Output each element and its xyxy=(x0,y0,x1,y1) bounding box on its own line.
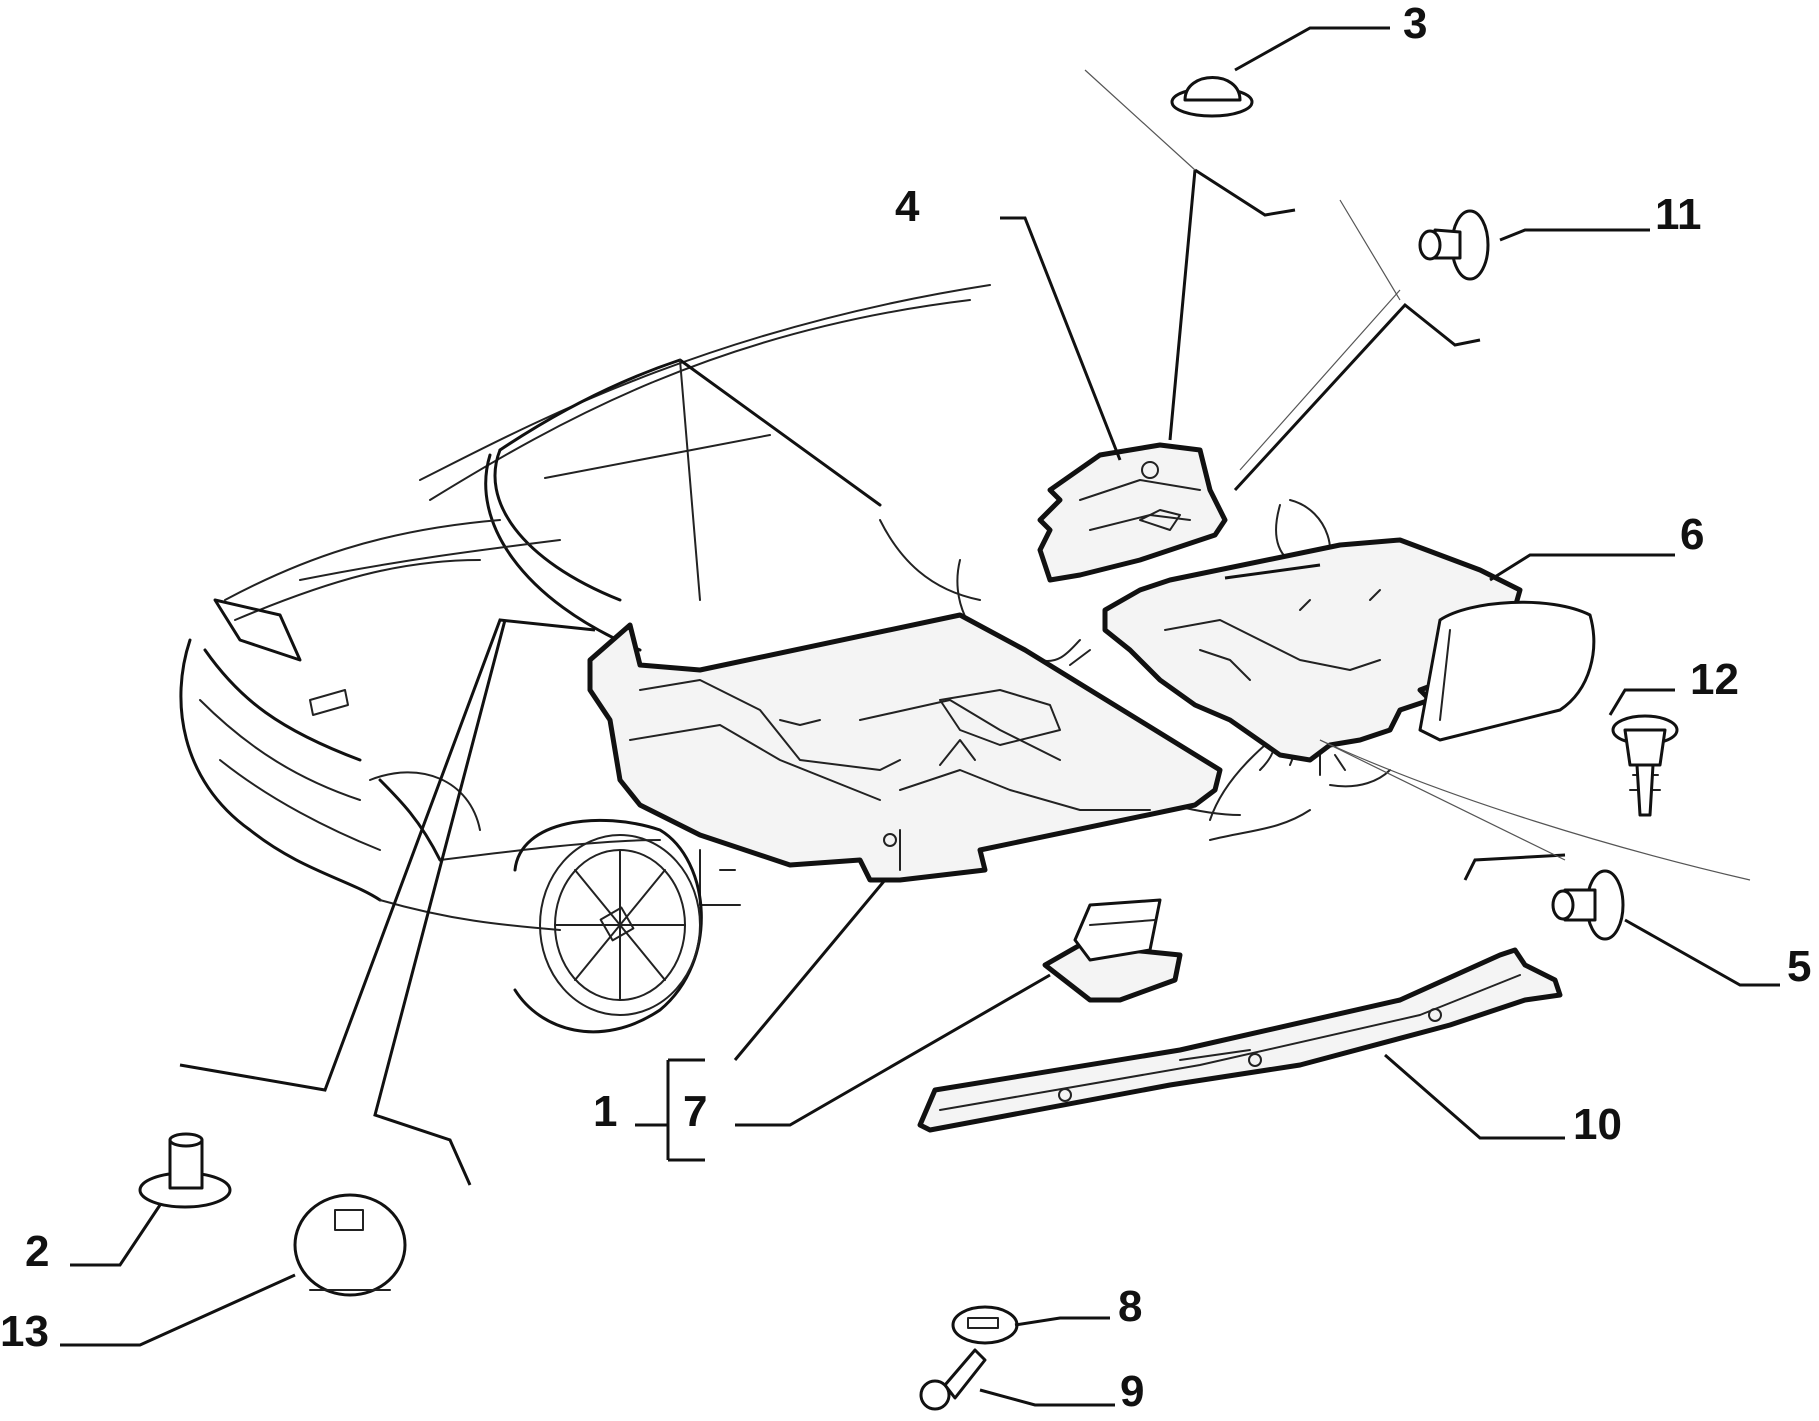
callout-7: 7 xyxy=(683,1087,708,1136)
callout-4: 4 xyxy=(895,182,920,231)
sill-trim-part xyxy=(917,947,1563,1133)
callout-5: 5 xyxy=(1787,942,1812,991)
firewall-insulation-part xyxy=(1037,442,1228,583)
push-clip-12-part xyxy=(1611,714,1679,817)
cap-plug-part xyxy=(1170,76,1254,118)
push-clip-11-part xyxy=(1418,209,1490,281)
callout-12: 12 xyxy=(1690,655,1739,704)
screw-part xyxy=(919,1348,987,1411)
callout-11: 11 xyxy=(1655,190,1702,239)
rivet-part xyxy=(138,1132,232,1209)
front-wheel xyxy=(513,818,703,1034)
callout-6: 6 xyxy=(1680,510,1705,559)
car-body-outline xyxy=(179,284,1391,931)
callout-8: 8 xyxy=(1118,1282,1143,1331)
rear-floor-carpet-part xyxy=(1102,537,1596,763)
callout-13: 13 xyxy=(0,1307,49,1356)
clip-8-part xyxy=(951,1305,1019,1345)
leader-lines xyxy=(60,26,1780,1407)
callout-9: 9 xyxy=(1120,1367,1145,1416)
push-clip-5-part xyxy=(1551,869,1625,941)
callout-1: 1 xyxy=(593,1087,618,1136)
callout-2: 2 xyxy=(25,1227,50,1276)
step-plate-part xyxy=(1042,898,1183,1003)
callout-3: 3 xyxy=(1403,0,1428,48)
round-plug-part xyxy=(293,1193,407,1297)
callout-10: 10 xyxy=(1573,1100,1622,1149)
floor-carpet-part xyxy=(587,612,1223,883)
